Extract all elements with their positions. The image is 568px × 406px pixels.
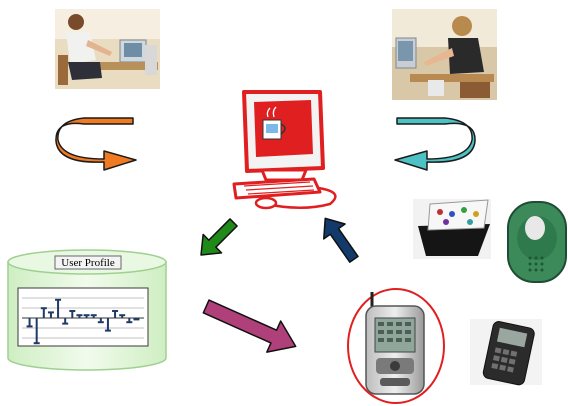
woman-at-computer-photo-right — [392, 9, 497, 100]
small-handheld-device-photo — [470, 319, 542, 386]
woman-at-computer-photo-left — [55, 9, 160, 89]
orange-cycle-arrow — [55, 117, 137, 171]
computer-with-coffee-icon — [232, 90, 337, 210]
user-profile-label-box — [54, 255, 122, 270]
pda-phone-photo — [347, 288, 445, 404]
user-profile-label: User Profile — [61, 257, 115, 269]
card-holder-photo — [413, 199, 491, 259]
user-profile-database: User Profile — [7, 249, 167, 371]
magenta-arrow — [202, 299, 297, 353]
profile-chart-bars — [26, 298, 140, 345]
teal-cycle-arrow — [394, 117, 476, 171]
highlight-circle — [347, 288, 445, 404]
navy-arrow — [323, 217, 359, 263]
green-arrow — [200, 218, 238, 256]
pager-device-photo — [507, 201, 567, 283]
profile-chart-gridlines — [22, 297, 144, 339]
